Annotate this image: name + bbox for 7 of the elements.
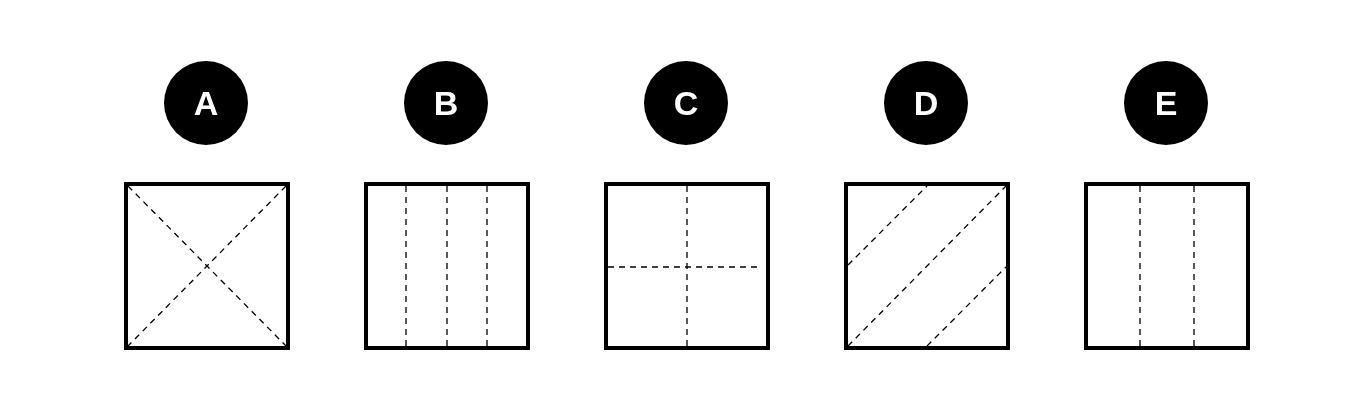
letter-circle: C	[644, 61, 728, 145]
letter-circle: D	[884, 61, 968, 145]
letter-circle: B	[404, 61, 488, 145]
letter-circle: A	[164, 61, 248, 145]
square-frame	[1084, 182, 1250, 350]
letter-circle: E	[1124, 61, 1208, 145]
square-frame	[364, 182, 530, 350]
